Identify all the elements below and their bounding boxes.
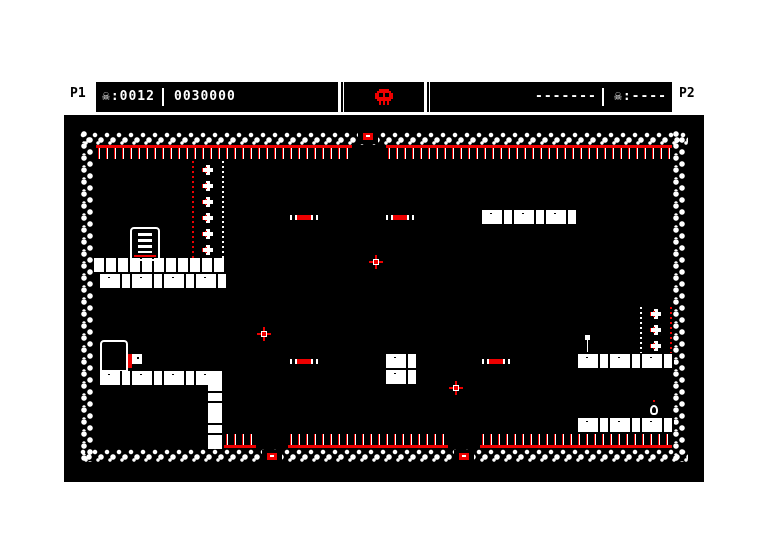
rock-ceiling (80, 131, 688, 145)
p1-label: P1 (70, 86, 86, 101)
platform-right-mid (576, 354, 674, 368)
door-threshold-red (134, 255, 156, 257)
platform-right-low (576, 418, 674, 432)
up-arrow-icon (203, 165, 213, 175)
p1-hud-panel: ☠:0012 0030000 (96, 82, 338, 112)
rock-wall-right (672, 131, 686, 462)
potion-flask[interactable] (649, 400, 661, 416)
up-arrow-icon (203, 245, 213, 255)
up-arrow-icon (651, 325, 661, 335)
hud-divider (341, 82, 343, 112)
platform-top-left (98, 274, 226, 288)
up-arrow-icon (203, 213, 213, 223)
p1-score: 0030000 (174, 89, 236, 104)
floating-platform (386, 215, 414, 220)
floating-platform (290, 359, 318, 364)
hud-divider (162, 88, 164, 106)
red-sparkle-enemy (369, 255, 383, 269)
hud-divider (602, 88, 604, 106)
red-dotted-line (192, 161, 194, 259)
ladder-rungs (138, 233, 152, 253)
center-hud-panel (344, 82, 424, 112)
ceiling-spikes-left (96, 145, 352, 159)
top-center-gate (358, 130, 378, 144)
center-block-top (384, 354, 416, 368)
red-dotted-line (670, 307, 672, 353)
floating-platform (290, 215, 318, 220)
ladder-door[interactable] (130, 227, 160, 261)
player-character (128, 354, 142, 368)
platform-mid-left (98, 371, 212, 385)
exit-door[interactable] (100, 340, 128, 372)
up-arrow-icon (651, 309, 661, 319)
red-sparkle-enemy (257, 327, 271, 341)
up-arrow-icon (203, 181, 213, 191)
p2-label: P2 (679, 86, 695, 101)
game-play-field (64, 115, 704, 482)
pillar-left (208, 371, 222, 449)
white-dotted-line (640, 307, 642, 353)
center-block-bottom (384, 370, 416, 384)
brick-ledge (94, 258, 224, 272)
p2-hud-panel: ------- ☠:---- (430, 82, 672, 112)
platform-upper-right (480, 210, 578, 224)
up-arrow-icon (203, 229, 213, 239)
floating-platform (482, 359, 510, 364)
bottom-left-gate (262, 450, 282, 464)
white-dotted-line (222, 161, 224, 259)
floor-spikes-center (288, 434, 448, 448)
hud-divider (427, 82, 429, 112)
bottom-center-gate (454, 450, 474, 464)
rock-floor (80, 448, 688, 462)
lever-switch[interactable] (582, 335, 592, 353)
p2-lives: ☠:---- (614, 89, 667, 104)
red-sparkle-enemy (449, 381, 463, 395)
floor-spikes-right (480, 434, 672, 448)
up-arrow-icon (203, 197, 213, 207)
floor-spikes-left (224, 434, 256, 448)
p2-score: ------- (535, 89, 597, 104)
up-arrow-icon (651, 341, 661, 351)
rock-wall-left (80, 131, 94, 462)
ceiling-spikes-right (386, 145, 672, 159)
p1-lives: ☠:0012 (102, 89, 155, 104)
red-skull-icon (375, 89, 393, 105)
